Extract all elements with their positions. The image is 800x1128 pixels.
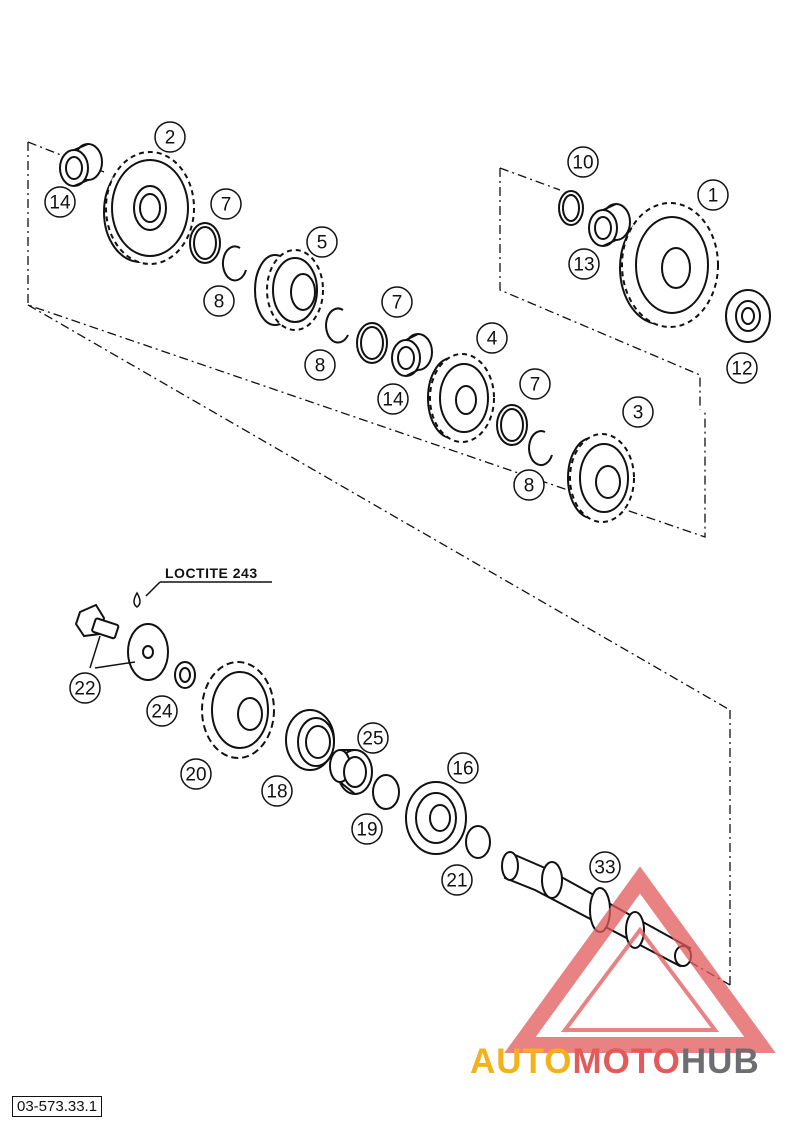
callout-19: 19 [351,813,383,845]
callout-7: 7 [381,286,413,318]
callout-24: 24 [146,695,178,727]
callout-number: 14 [382,390,404,411]
circlip-8c [528,430,553,467]
callout-number: 7 [392,293,403,314]
callout-number: 12 [731,359,752,380]
callout-7: 7 [210,188,242,220]
circlip-8a [221,245,247,282]
ball-bearing-16 [405,781,467,855]
callout-16: 16 [447,752,479,784]
callout-number: 3 [633,403,644,424]
sprocket-20 [201,661,275,759]
watermark-hub: HUB [680,1042,760,1081]
callout-number: 13 [573,255,594,276]
callout-8: 8 [513,469,545,501]
watermark-brand: AUTOMOTOHUB [470,1042,760,1082]
callout-8: 8 [304,349,336,381]
leader-lines-22 [89,635,136,669]
callout-1: 1 [697,179,729,211]
o-ring-19 [372,774,400,810]
callout-33: 33 [589,851,621,883]
callout-number: 8 [524,476,535,497]
gear-5 [254,249,324,331]
spacer-25 [329,749,373,795]
watermark-logo [504,866,776,1053]
callout-20: 20 [180,758,212,790]
callout-25: 25 [357,722,389,754]
loctite-label: LOCTITE 243 [165,565,258,581]
callout-number: 25 [362,729,383,750]
callout-18: 18 [261,775,293,807]
watermark-moto: MOTO [572,1042,681,1081]
washer-22 [127,623,169,681]
callout-14: 14 [44,186,76,218]
callout-number: 8 [214,292,225,313]
callout-number: 8 [315,356,326,377]
callout-number: 33 [594,858,615,879]
callout-10: 10 [567,146,599,178]
callout-4: 4 [476,322,508,354]
callout-number: 1 [708,186,719,207]
callout-8: 8 [203,285,235,317]
callout-14: 14 [377,383,409,415]
callout-22: 22 [69,672,101,704]
washer-24 [174,661,196,689]
callout-number: 19 [356,820,377,841]
callout-2: 2 [154,121,186,153]
loctite-drop [133,581,272,608]
callout-number: 7 [530,375,541,396]
callout-7: 7 [519,368,551,400]
needle-bearing-13 [588,203,631,247]
thrust-washer-7a [189,222,221,264]
gear-2 [103,151,195,265]
callout-number: 7 [221,195,232,216]
needle-bearing-14a [59,143,103,187]
gear-1 [619,202,719,328]
thrust-washer-7c [496,404,528,446]
callout-21: 21 [441,864,473,896]
needle-bearing-14b [391,333,433,377]
callout-number: 5 [317,233,328,254]
circlip-8b [325,307,349,344]
shim-10 [558,190,584,226]
callout-12: 12 [726,352,758,384]
callout-number: 2 [165,128,176,149]
callout-number: 21 [446,871,467,892]
reference-code: 03-573.33.1 [12,1096,103,1117]
seal-18 [285,709,335,771]
callout-5: 5 [306,226,338,258]
callout-number: 22 [74,679,95,700]
callout-number: 20 [185,765,206,786]
gear-4 [427,353,495,443]
callout-13: 13 [568,248,600,280]
callout-number: 16 [452,759,473,780]
callout-number: 18 [266,782,287,803]
callout-number: 10 [572,153,593,174]
bolt-22 [74,603,120,640]
ball-bearing-12 [725,289,771,343]
watermark-auto: AUTO [470,1042,573,1081]
callout-number: 24 [151,702,173,723]
callout-number: 4 [487,329,498,350]
gear-3 [567,433,635,523]
thrust-washer-7b [356,322,388,364]
o-ring-21 [465,825,491,859]
callout-number: 14 [49,193,71,214]
callout-3: 3 [622,396,654,428]
